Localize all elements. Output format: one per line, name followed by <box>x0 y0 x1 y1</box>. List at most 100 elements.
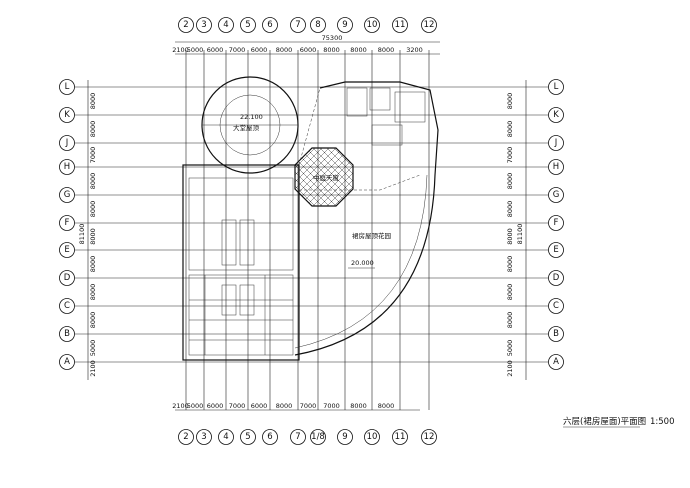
top-dimension: 6000 <box>300 46 317 54</box>
column-axis-label: 9 <box>342 432 347 442</box>
top-dimension: 8000 <box>350 46 367 54</box>
column-axis-label: 2 <box>183 432 188 442</box>
column-axis-bubble <box>310 429 326 445</box>
side-dimension: 8000 <box>89 256 97 273</box>
column-axis-bubble <box>262 17 278 33</box>
drawing-scale: 1:500 <box>650 417 675 427</box>
bottom-dimension: 7000 <box>229 402 246 410</box>
column-axis-bubble <box>262 429 278 445</box>
column-axis-bubble <box>421 429 437 445</box>
column-axis-label: 9 <box>342 20 347 30</box>
side-dimension: 8000 <box>89 121 97 138</box>
column-axis-bubble <box>392 17 408 33</box>
top-dimension: 6000 <box>251 46 268 54</box>
column-axis-bubble <box>178 17 194 33</box>
column-axis-label: 1/8 <box>311 432 325 442</box>
bottom-dimension: 6000 <box>251 402 268 410</box>
row-axis-label: D <box>64 273 71 283</box>
row-axis-bubble <box>548 242 564 258</box>
column-axis-bubble <box>337 17 353 33</box>
bottom-dimension: 2100 <box>172 402 189 410</box>
side-dimension: 2100 <box>89 360 97 377</box>
row-axis-bubble <box>548 298 564 314</box>
row-axis-label: G <box>553 190 560 200</box>
garden-elevation: 20.000 <box>351 259 374 267</box>
row-axis-bubble <box>59 354 75 370</box>
row-axis-bubble <box>59 159 75 175</box>
column-axis-label: 6 <box>267 432 272 442</box>
column-axis-label: 4 <box>223 20 228 30</box>
top-dimension: 6000 <box>207 46 224 54</box>
column-axis-label: 6 <box>267 20 272 30</box>
column-axis-bubble <box>290 17 306 33</box>
side-dimension: 8000 <box>506 228 514 245</box>
column-axis-label: 11 <box>395 20 406 30</box>
top-dimension: 3200 <box>406 46 423 54</box>
side-dimension: 5000 <box>506 340 514 357</box>
row-axis-label: C <box>553 301 559 311</box>
row-axis-bubble <box>59 326 75 342</box>
side-dimension: 8000 <box>506 284 514 301</box>
column-axis-label: 5 <box>245 20 250 30</box>
column-axis-bubble <box>310 17 326 33</box>
row-axis-bubble <box>59 242 75 258</box>
side-total-dimension: 81100 <box>78 224 86 245</box>
bottom-dimension: 8000 <box>276 402 293 410</box>
row-axis-label: E <box>64 245 69 255</box>
row-axis-bubble <box>548 79 564 95</box>
row-axis-label: J <box>554 138 558 148</box>
row-axis-label: A <box>553 357 559 367</box>
drawing-title: 六层(裙房屋面)平面图 <box>563 416 646 427</box>
row-axis-bubble <box>59 79 75 95</box>
atrium-roof-label: 大堂屋顶 <box>233 123 260 132</box>
side-dimension: 8000 <box>89 228 97 245</box>
column-axis-label: 5 <box>245 432 250 442</box>
top-dimension: 7000 <box>229 46 246 54</box>
roof-garden-label: 裙房屋顶花园 <box>352 231 391 240</box>
column-axis-bubble <box>364 17 380 33</box>
side-dimension: 7000 <box>506 147 514 164</box>
side-dimension: 8000 <box>89 312 97 329</box>
bottom-dimension: 7000 <box>300 402 317 410</box>
row-axis-bubble <box>548 107 564 123</box>
top-dimension: 8000 <box>276 46 293 54</box>
top-dimension: 8000 <box>378 46 395 54</box>
row-axis-bubble <box>59 270 75 286</box>
row-axis-bubble <box>548 187 564 203</box>
row-axis-label: F <box>554 218 559 228</box>
column-axis-label: 2 <box>183 20 188 30</box>
row-axis-bubble <box>59 135 75 151</box>
row-axis-bubble <box>59 107 75 123</box>
column-axis-label: 3 <box>201 432 206 442</box>
bottom-dimension: 5000 <box>187 402 204 410</box>
column-axis-bubble <box>218 17 234 33</box>
row-axis-label: F <box>65 218 70 228</box>
column-axis-bubble <box>290 429 306 445</box>
row-axis-bubble <box>548 215 564 231</box>
column-axis-label: 10 <box>367 20 378 30</box>
side-dimension: 8000 <box>89 173 97 190</box>
column-axis-label: 12 <box>424 20 435 30</box>
row-axis-label: E <box>553 245 558 255</box>
side-dimension: 8000 <box>89 284 97 301</box>
row-axis-bubble <box>548 354 564 370</box>
column-axis-label: 12 <box>424 432 435 442</box>
row-axis-bubble <box>548 159 564 175</box>
side-dimension: 8000 <box>506 93 514 110</box>
row-axis-label: A <box>64 357 70 367</box>
top-total-dimension: 75300 <box>322 34 343 42</box>
column-axis-label: 7 <box>295 432 300 442</box>
row-axis-bubble <box>59 298 75 314</box>
column-axis-bubble <box>392 429 408 445</box>
bottom-dimension: 7000 <box>323 402 340 410</box>
side-dimension: 8000 <box>506 173 514 190</box>
column-axis-label: 10 <box>367 432 378 442</box>
row-axis-bubble <box>59 187 75 203</box>
row-axis-label: H <box>553 162 559 172</box>
side-total-dimension: 81100 <box>516 224 524 245</box>
skylight-label: 中庭天窗 <box>313 173 339 182</box>
row-axis-bubble <box>548 270 564 286</box>
